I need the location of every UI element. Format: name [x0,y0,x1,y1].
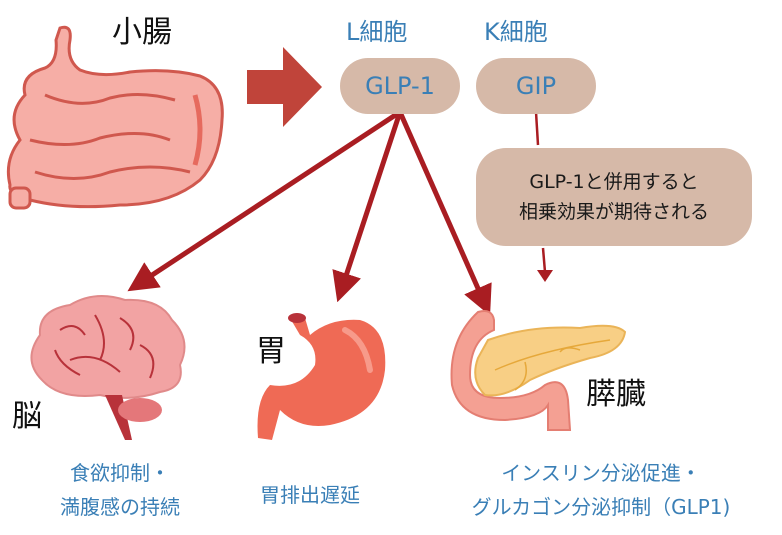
arrow-to-brain [127,109,402,292]
glp1-pill: GLP-1 [340,58,460,114]
brain-label: 脳 [12,399,42,434]
arrow-to-stomach [332,111,403,303]
note-line-1: GLP-1と併用すると [529,171,699,193]
big-right-arrow [247,47,322,127]
small-intestine-label: 小腸 [112,15,172,50]
pancreas-effect: インスリン分泌促進・ グルカゴン分泌抑制（GLP1) [420,456,782,524]
k-cell-label: K細胞 [484,18,548,46]
brain-effect-line-1: 食欲抑制・ [70,461,170,485]
note-to-pancreas-arrow [541,247,547,273]
note-line-2: 相乗効果が期待される [518,201,709,223]
gip-connector-line [534,111,540,146]
pancreas-icon [450,310,627,431]
l-cell-label: L細胞 [346,18,408,46]
stomach-label: 胃 [256,334,286,369]
stomach-effect: 胃排出遅延 [230,478,390,512]
brain-effect: 食欲抑制・ 満腹感の持続 [20,456,220,524]
pancreas-effect-line-1: インスリン分泌促進・ [501,461,701,485]
gip-pill: GIP [476,58,596,114]
stomach-icon [257,313,386,440]
note-arrow-head [537,270,553,282]
brain-icon [30,295,186,440]
glp1-arrows [127,109,492,316]
gip-label: GIP [515,72,557,100]
glp1-label: GLP-1 [365,72,435,100]
small-intestine-icon [6,25,224,210]
arrow-to-pancreas [397,110,492,316]
stomach-effect-line-1: 胃排出遅延 [260,483,360,507]
synergy-note: GLP-1と併用すると 相乗効果が期待される [476,148,752,246]
pancreas-effect-line-2: グルカゴン分泌抑制（GLP1) [471,495,731,519]
pancreas-label: 膵臓 [586,377,646,412]
brain-effect-line-2: 満腹感の持続 [60,495,180,519]
